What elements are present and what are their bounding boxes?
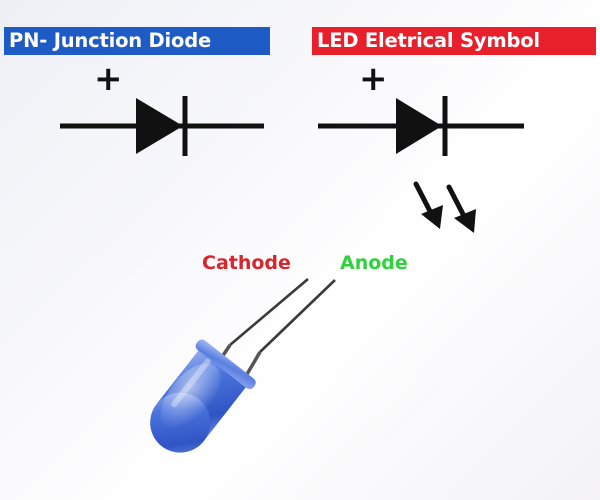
pn-plus-sign: +	[94, 59, 123, 99]
led-symbol: +	[318, 59, 524, 233]
pn-diode-symbol: +	[60, 59, 264, 156]
pn-diode-triangle	[136, 98, 183, 154]
cathode-label: Cathode	[202, 252, 291, 274]
light-emission-arrow-2	[446, 184, 476, 233]
light-emission-arrow-1	[413, 181, 443, 229]
anode-lead-wire	[259, 279, 336, 353]
led-symbol-title-badge: LED Eletrical Symbol	[312, 27, 596, 55]
led-bulb	[150, 339, 256, 453]
pn-junction-title-badge: PN- Junction Diode	[4, 27, 270, 55]
anode-label: Anode	[340, 252, 408, 274]
led-rim	[195, 339, 256, 390]
led-component	[150, 278, 336, 453]
cathode-lead-wire	[229, 278, 309, 346]
led-plus-sign: +	[359, 59, 388, 99]
led-symbol-triangle	[396, 98, 442, 154]
